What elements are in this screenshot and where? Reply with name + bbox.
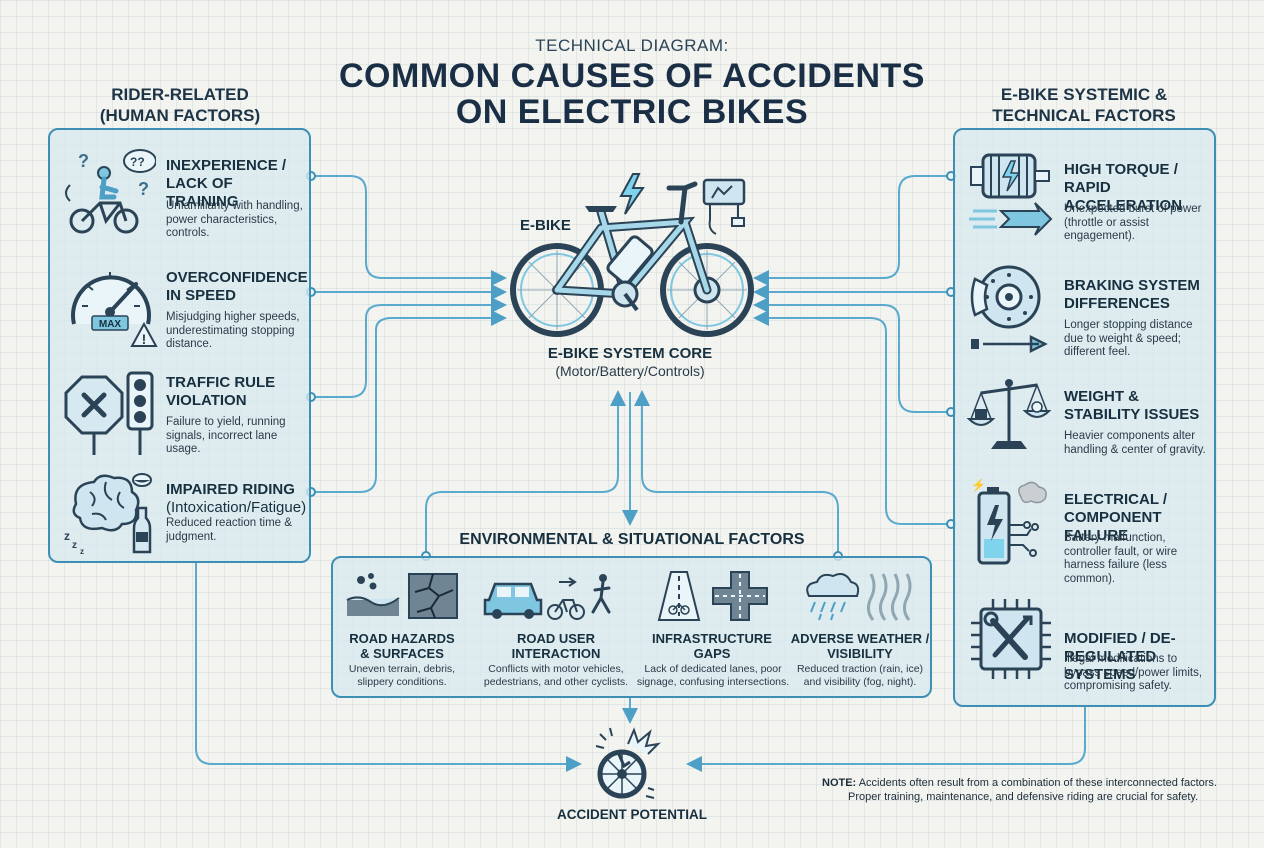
- svg-text:z: z: [72, 540, 77, 551]
- diagram-title: COMMON CAUSES OF ACCIDENTS ON ELECTRIC B…: [232, 58, 1032, 130]
- connector-right-outcome: [686, 707, 1086, 772]
- left-column-heading: RIDER-RELATED (HUMAN FACTORS): [60, 84, 300, 126]
- braking-desc: Longer stopping distance due to weight &…: [1064, 319, 1193, 358]
- ebike-label: E-BIKE: [520, 217, 571, 234]
- title-line-1: COMMON CAUSES OF ACCIDENTS: [339, 57, 925, 95]
- svg-text:??: ??: [130, 155, 145, 169]
- connector-env-left: [425, 390, 626, 556]
- high-torque-desc: Unexpected burst of power (throttle or a…: [1064, 203, 1202, 242]
- connector-inexperience: [311, 175, 507, 286]
- weight-stability-desc: Heavier components alter handling & cent…: [1064, 430, 1206, 456]
- diagram-pretitle: TECHNICAL DIAGRAM:: [535, 36, 729, 55]
- brain-bottle-icon: z z z: [60, 470, 160, 554]
- connector-electrical: [753, 310, 950, 525]
- weather-title: ADVERSE WEATHER /VISIBILITY: [790, 631, 930, 661]
- inexperience-desc: Unfamiliarity with handling, power chara…: [166, 200, 303, 239]
- note-line-1: Accidents often result from a combinatio…: [858, 777, 1217, 789]
- road-hazard-icon: [342, 570, 462, 622]
- left-heading-line-2: (HUMAN FACTORS): [99, 106, 261, 125]
- car-bike-pedestrian-icon: [482, 570, 624, 622]
- traffic-light-icon: [60, 366, 160, 458]
- connector-weight: [753, 297, 950, 413]
- modified-systems-desc: Illegal modifications to bypass speed/po…: [1064, 653, 1203, 692]
- inexperience-title: INEXPERIENCE /LACK OF TRAINING: [166, 157, 287, 210]
- connector-traffic: [311, 297, 507, 398]
- svg-text:⚡: ⚡: [971, 479, 986, 492]
- disc-brake-icon: [964, 260, 1056, 360]
- connector-torque: [753, 175, 950, 286]
- connector-left-outcome: [195, 563, 582, 772]
- weather-icon: [798, 570, 922, 622]
- speedometer-icon: MAX !: [60, 258, 160, 348]
- speedometer-max-label: MAX: [99, 319, 122, 330]
- svg-text:?: ?: [138, 179, 149, 199]
- road-hazards-title: ROAD HAZARDS& SURFACES: [349, 631, 455, 661]
- ebike-illustration: [505, 166, 760, 346]
- motor-icon: [964, 144, 1056, 244]
- cyclist-question-icon: ? ?? ?: [58, 146, 158, 238]
- display-controls-icon: [702, 178, 750, 235]
- connector-env-right: [634, 390, 839, 556]
- electrical-failure-desc: Battery malfunction, controller fault, o…: [1064, 532, 1178, 585]
- note-line-2: Proper training, maintenance, and defens…: [848, 791, 1199, 803]
- svg-text:!: !: [142, 331, 147, 347]
- road-hazards-desc: Uneven terrain, debris,slippery conditio…: [348, 663, 456, 688]
- title-line-2: ON ELECTRIC BIKES: [455, 93, 809, 131]
- chip-tools-icon: [964, 594, 1056, 684]
- weight-stability-title: WEIGHT &STABILITY ISSUES: [1064, 388, 1200, 423]
- svg-text:z: z: [64, 529, 70, 543]
- road-user-desc: Conflicts with motor vehicles,pedestrian…: [483, 663, 629, 688]
- weather-desc: Reduced traction (rain, ice)and visibili…: [796, 663, 924, 688]
- svg-text:z: z: [80, 547, 84, 554]
- electrical-failure-title: ELECTRICAL /COMPONENT FAILURE: [1064, 491, 1168, 544]
- high-torque-title: HIGH TORQUE /RAPID ACCELERATION: [1064, 161, 1183, 214]
- intersection-icon: [648, 570, 774, 622]
- note-label: NOTE:: [822, 777, 857, 789]
- note-block: NOTE: Accidents often result from a comb…: [822, 776, 1242, 804]
- core-label: E-BIKE SYSTEM CORE: [547, 345, 713, 362]
- right-heading-line-2: TECHNICAL FACTORS: [992, 106, 1176, 125]
- svg-text:?: ?: [78, 151, 89, 171]
- modified-systems-title: MODIFIED / DE-REGULATED SYSTEMS: [1064, 630, 1176, 683]
- crash-wheel-icon: [588, 726, 668, 802]
- impaired-riding-desc: Reduced reaction time & judgment.: [166, 517, 292, 543]
- traffic-violation-desc: Failure to yield, running signals, incor…: [166, 416, 286, 455]
- right-column-heading: E-BIKE SYSTEMIC & TECHNICAL FACTORS: [960, 84, 1208, 126]
- core-sublabel: (Motor/Battery/Controls): [555, 363, 705, 379]
- battery-icon: ⚡: [964, 478, 1056, 572]
- scale-icon: [964, 374, 1056, 456]
- overconfidence-desc: Misjudging higher speeds, underestimatin…: [166, 311, 300, 350]
- impaired-riding-title: IMPAIRED RIDING(Intoxication/Fatigue): [166, 481, 307, 516]
- left-heading-line-1: RIDER-RELATED: [111, 85, 249, 104]
- outcome-label: ACCIDENT POTENTIAL: [557, 807, 707, 822]
- right-heading-line-1: E-BIKE SYSTEMIC &: [1000, 85, 1168, 104]
- environment-heading: ENVIRONMENTAL & SITUATIONAL FACTORS: [459, 531, 805, 548]
- connector-impaired: [311, 310, 507, 493]
